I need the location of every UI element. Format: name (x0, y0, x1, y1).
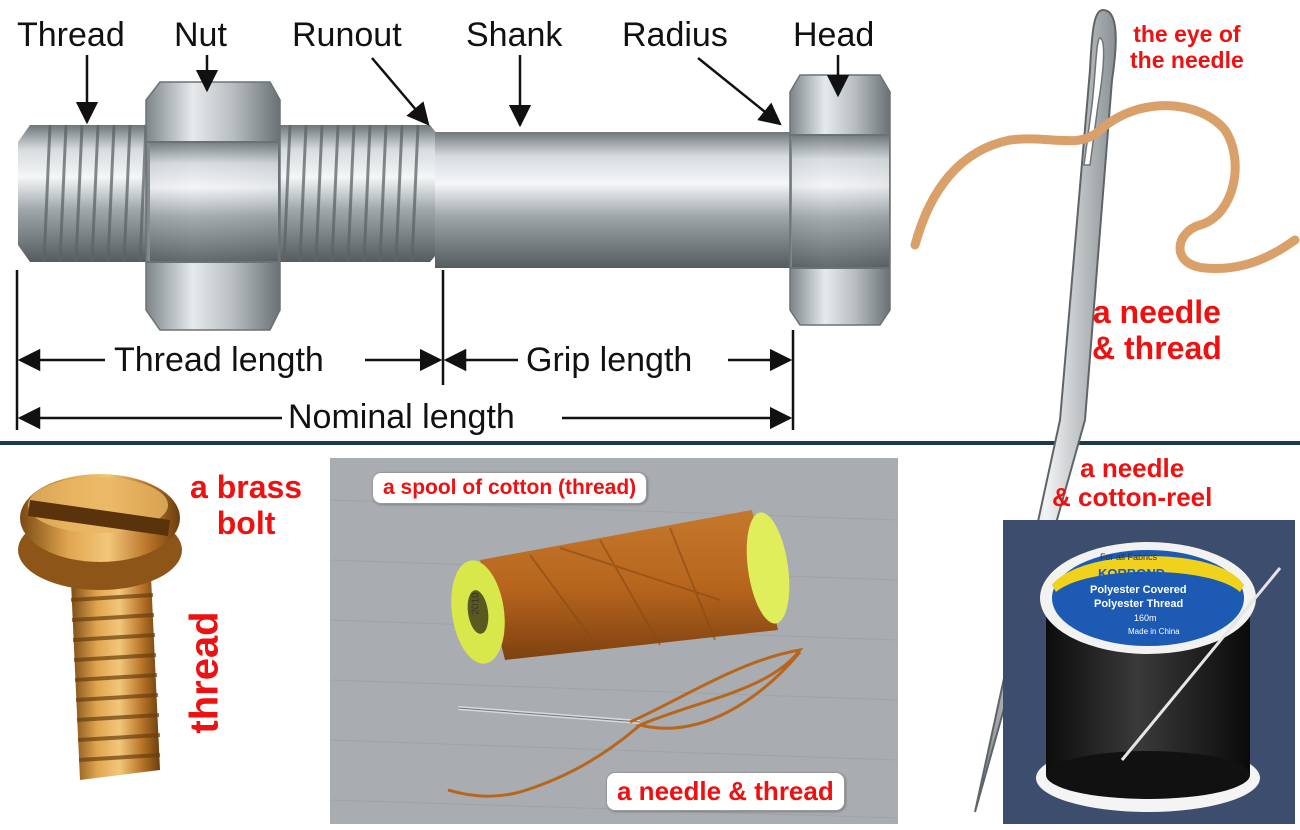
dimension-lines (15, 270, 795, 430)
dimension-thread-length: Thread length (108, 343, 330, 377)
bolt-shank (435, 132, 793, 268)
bolt-thread-section (18, 124, 442, 263)
label-nut: Nut (174, 16, 227, 54)
reel-caption-line-2: & cotton-reel (1052, 482, 1213, 513)
brass-bolt-illustration (18, 474, 182, 780)
label-pointer-arrows (75, 55, 850, 128)
label-thread: Thread (17, 16, 125, 54)
reel-label-top: For all Fabrics (1100, 552, 1158, 562)
label-shank: Shank (466, 16, 563, 54)
eye-label-line-2: the needle (1130, 46, 1244, 73)
tag-spool-of-cotton: a spool of cotton (thread) (372, 472, 648, 504)
section-divider (0, 441, 1300, 445)
bolt-nut (145, 81, 281, 331)
tag-needle-and-thread: a needle & thread (606, 772, 845, 811)
caption-needle-cotton-reel: a needle & cotton-reel (1052, 453, 1213, 513)
spool-photo (329, 458, 899, 824)
bolt-head (789, 74, 891, 326)
reel-label-origin: Made in China (1128, 627, 1180, 636)
spool-label-digits: 2010 (470, 592, 482, 615)
brass-caption-line-2: bolt (216, 504, 276, 541)
dimension-grip-length: Grip length (520, 343, 699, 377)
needle-caption-line-2: & thread (1092, 329, 1222, 366)
cotton-reel-photo (1003, 520, 1295, 824)
label-head: Head (793, 16, 875, 54)
dimension-nominal-length: Nominal length (282, 400, 521, 434)
reel-label-line2: Polyester Thread (1094, 598, 1184, 610)
eye-label-line-1: the eye of (1133, 21, 1241, 47)
reel-label-brand: KORBOND (1098, 566, 1166, 581)
label-radius: Radius (622, 16, 728, 54)
label-thread-vertical: thread (182, 611, 227, 734)
caption-brass-bolt: a brass bolt (190, 469, 303, 542)
reel-label-line1: Polyester Covered (1090, 584, 1187, 596)
needle-caption-line-1: a needle (1092, 294, 1221, 330)
brass-caption-line-1: a brass (190, 469, 303, 505)
reel-caption-line-1: a needle (1080, 453, 1185, 483)
label-eye-of-needle: the eye of the needle (1130, 21, 1244, 74)
reel-label-size: 160m (1134, 613, 1157, 623)
needle-thread (910, 101, 1300, 273)
caption-needle-thread: a needle & thread (1092, 294, 1222, 367)
label-runout: Runout (292, 16, 402, 54)
